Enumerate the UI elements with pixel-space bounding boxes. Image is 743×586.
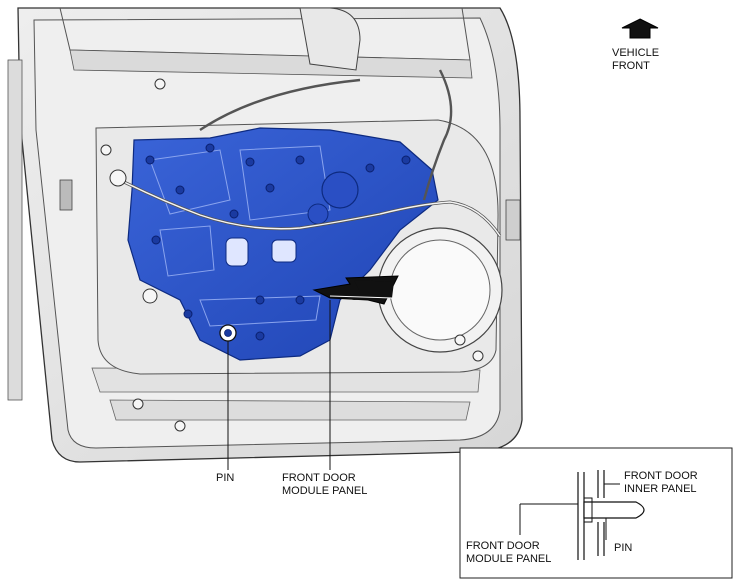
vehicle-front-line2: FRONT bbox=[612, 60, 650, 72]
module-panel-label: FRONT DOOR MODULE PANEL bbox=[282, 472, 367, 498]
inset-module-panel-line2: MODULE PANEL bbox=[466, 553, 552, 565]
module-panel-line1: FRONT DOOR bbox=[282, 472, 356, 484]
speaker bbox=[377, 227, 503, 353]
arrow-up-icon bbox=[621, 18, 659, 39]
inset-inner-panel-line2: INNER PANEL bbox=[624, 483, 697, 495]
module-panel bbox=[127, 127, 439, 361]
inset-inner-panel-line1: FRONT DOOR bbox=[624, 470, 698, 482]
pin-label: PIN bbox=[216, 472, 235, 484]
inset-detail bbox=[459, 447, 733, 579]
inset-inner-panel-label: FRONT DOOR INNER PANEL bbox=[624, 470, 698, 496]
module-panel-line2: MODULE PANEL bbox=[282, 485, 368, 497]
inset-module-panel-label: FRONT DOOR MODULE PANEL bbox=[466, 540, 551, 566]
vehicle-front-line1: VEHICLE bbox=[612, 47, 660, 59]
vehicle-front-label: VEHICLE FRONT bbox=[612, 47, 659, 73]
inset-pin-label: PIN bbox=[614, 542, 633, 554]
inset-module-panel-line1: FRONT DOOR bbox=[466, 540, 540, 552]
door-clips bbox=[100, 78, 484, 432]
arrow-left-icon bbox=[312, 275, 399, 305]
pin-marker bbox=[219, 324, 237, 342]
